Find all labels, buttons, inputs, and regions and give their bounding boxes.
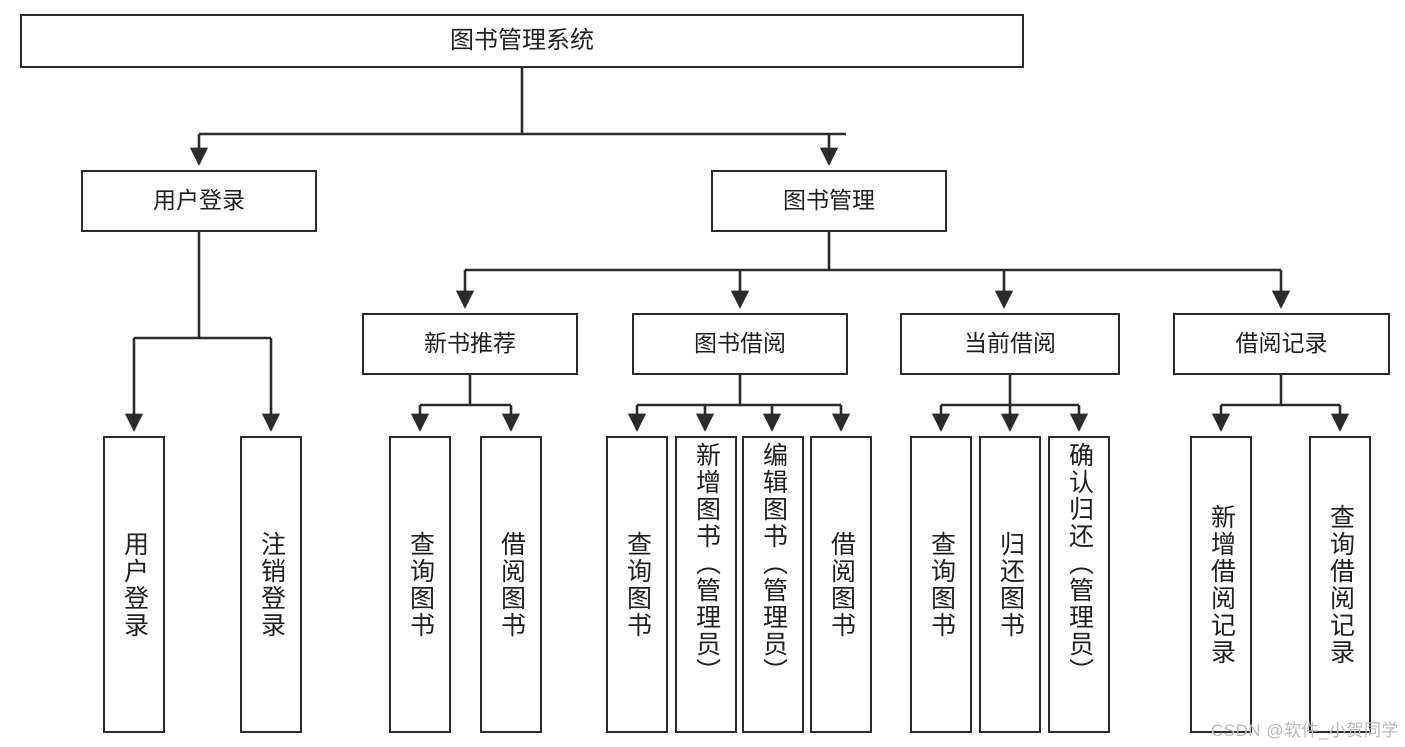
node-leaf-borrow-book-2-label: 借阅图书 xyxy=(827,530,856,639)
node-leaf-logout-login[interactable]: 注销登录 xyxy=(240,436,302,733)
node-leaf-edit-book-admin[interactable]: 编辑图书（管理员） xyxy=(742,436,804,733)
node-new-book-recommend-label: 新书推荐 xyxy=(424,330,516,357)
node-leaf-edit-book-admin-label: 编辑图书（管理员） xyxy=(759,442,788,685)
node-leaf-borrow-book-1[interactable]: 借阅图书 xyxy=(480,436,542,733)
node-book-management[interactable]: 图书管理 xyxy=(711,170,947,232)
node-leaf-query-book-3[interactable]: 查询图书 xyxy=(910,436,972,733)
node-user-login-label: 用户登录 xyxy=(153,187,245,214)
node-leaf-add-borrow-record[interactable]: 新增借阅记录 xyxy=(1190,436,1252,733)
node-leaf-query-borrow-record-label: 查询借阅记录 xyxy=(1326,503,1355,666)
node-borrow-record[interactable]: 借阅记录 xyxy=(1173,313,1390,375)
node-root-label: 图书管理系统 xyxy=(450,26,594,54)
node-leaf-logout-login-label: 注销登录 xyxy=(257,530,286,639)
node-borrow-record-label: 借阅记录 xyxy=(1235,330,1328,357)
node-book-borrow[interactable]: 图书借阅 xyxy=(632,313,848,375)
watermark: CSDN @软件_小贺同学 xyxy=(1210,721,1399,740)
node-book-borrow-label: 图书借阅 xyxy=(694,330,786,357)
node-leaf-query-book-2[interactable]: 查询图书 xyxy=(606,436,668,733)
node-leaf-add-book-admin-label: 新增图书（管理员） xyxy=(692,442,721,685)
node-leaf-query-book-3-label: 查询图书 xyxy=(927,530,956,639)
node-leaf-query-book-1-label: 查询图书 xyxy=(406,530,435,639)
node-leaf-borrow-book-1-label: 借阅图书 xyxy=(497,530,526,639)
node-leaf-return-book-label: 归还图书 xyxy=(996,530,1025,639)
node-book-management-label: 图书管理 xyxy=(783,187,875,214)
node-current-borrow[interactable]: 当前借阅 xyxy=(900,313,1120,375)
node-leaf-confirm-return-admin[interactable]: 确认归还（管理员） xyxy=(1048,436,1110,733)
node-leaf-query-book-1[interactable]: 查询图书 xyxy=(389,436,451,733)
node-root[interactable]: 图书管理系统 xyxy=(20,14,1024,68)
node-leaf-add-borrow-record-label: 新增借阅记录 xyxy=(1207,503,1236,666)
node-current-borrow-label: 当前借阅 xyxy=(964,330,1056,357)
node-user-login[interactable]: 用户登录 xyxy=(81,170,317,232)
node-leaf-confirm-return-admin-label: 确认归还（管理员） xyxy=(1065,442,1094,685)
node-leaf-user-login[interactable]: 用户登录 xyxy=(103,436,165,733)
node-leaf-query-book-2-label: 查询图书 xyxy=(623,530,652,639)
node-leaf-add-book-admin[interactable]: 新增图书（管理员） xyxy=(675,436,737,733)
node-new-book-recommend[interactable]: 新书推荐 xyxy=(362,313,578,375)
node-leaf-query-borrow-record[interactable]: 查询借阅记录 xyxy=(1309,436,1371,733)
node-leaf-user-login-label: 用户登录 xyxy=(120,530,149,639)
node-leaf-borrow-book-2[interactable]: 借阅图书 xyxy=(810,436,872,733)
node-leaf-return-book[interactable]: 归还图书 xyxy=(979,436,1041,733)
